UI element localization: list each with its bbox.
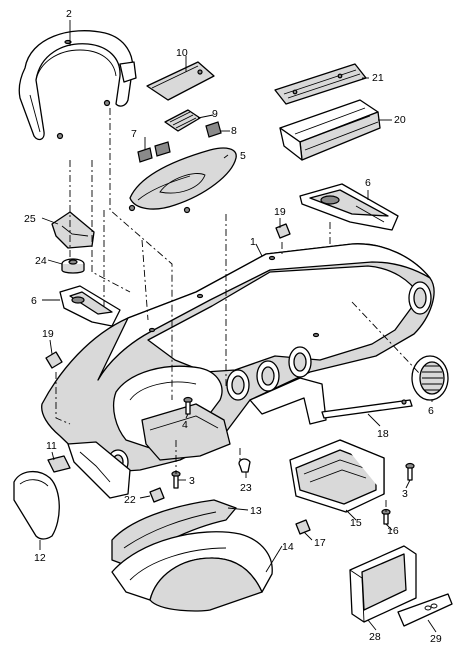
knee-panel-part-14 (111, 531, 273, 612)
stack-frame-part-15 (289, 439, 385, 513)
callout-3-right: 3 (402, 488, 408, 500)
callout-6-upper: 6 (365, 177, 371, 189)
clip-part-19-left (45, 351, 63, 369)
vent-grille-part-21 (274, 63, 367, 105)
callout-13: 13 (250, 505, 262, 517)
bracket-part-25 (51, 211, 95, 249)
storage-tray-part-6-right (299, 183, 399, 231)
storage-tray-part-6-left (59, 285, 121, 327)
assembly-lines (55, 108, 421, 512)
switch-part-8 (205, 121, 222, 138)
clip-part-23 (238, 458, 251, 473)
callout-29: 29 (430, 633, 442, 645)
callout-21: 21 (372, 72, 384, 84)
callout-24: 24 (35, 255, 47, 267)
screw-part-16 (381, 508, 391, 525)
leader-lines (39, 20, 437, 633)
callout-14: 14 (282, 541, 294, 553)
switch-part-11 (47, 455, 71, 473)
callout-5: 5 (240, 150, 246, 162)
callout-16: 16 (387, 525, 399, 537)
callout-25: 25 (24, 213, 36, 225)
center-trim-part-5 (128, 147, 237, 214)
callout-6-left: 6 (31, 295, 37, 307)
callout-19-left: 19 (42, 328, 54, 340)
callout-15: 15 (350, 517, 362, 529)
clip-part-17 (295, 519, 311, 535)
screw-part-4 (183, 396, 193, 415)
callout-12: 12 (34, 552, 46, 564)
side-cover-part-12 (13, 471, 60, 540)
knob-part-24 (61, 258, 85, 274)
callout-8: 8 (231, 125, 237, 137)
callout-10: 10 (176, 47, 188, 59)
clip-part-19-upper (275, 223, 291, 239)
strut-part-18 (321, 399, 413, 419)
switch-block-part-9 (164, 109, 201, 132)
badge-part-29 (397, 593, 453, 627)
callout-3-left: 3 (189, 475, 195, 487)
bezel-frame-part-28 (349, 545, 417, 623)
callout-28: 28 (369, 631, 381, 643)
callout-23: 23 (240, 482, 252, 494)
screw-part-3-right (405, 462, 415, 481)
callout-20: 20 (394, 114, 406, 126)
callout-19-upper: 19 (274, 206, 286, 218)
callout-11: 11 (46, 440, 57, 452)
callout-9: 9 (212, 108, 218, 120)
part-callouts: 2 10 9 7 8 5 21 20 6 19 25 24 6 19 1 6 1… (24, 8, 442, 645)
round-vent-part-6 (411, 355, 449, 401)
callout-2: 2 (66, 8, 72, 20)
switch-part-7 (137, 141, 171, 163)
callout-4: 4 (182, 419, 188, 431)
callout-17: 17 (314, 537, 326, 549)
callout-22: 22 (124, 494, 136, 506)
callout-1: 1 (250, 236, 256, 248)
callout-7: 7 (131, 128, 137, 140)
vent-assembly-part-20 (279, 99, 381, 161)
callout-18: 18 (377, 428, 389, 440)
dashboard-body-part-1 (41, 243, 435, 499)
clip-part-22 (149, 487, 165, 503)
instrument-cowl-part-2 (18, 30, 137, 141)
cover-part-10 (146, 61, 215, 101)
callout-6-right: 6 (428, 405, 434, 417)
